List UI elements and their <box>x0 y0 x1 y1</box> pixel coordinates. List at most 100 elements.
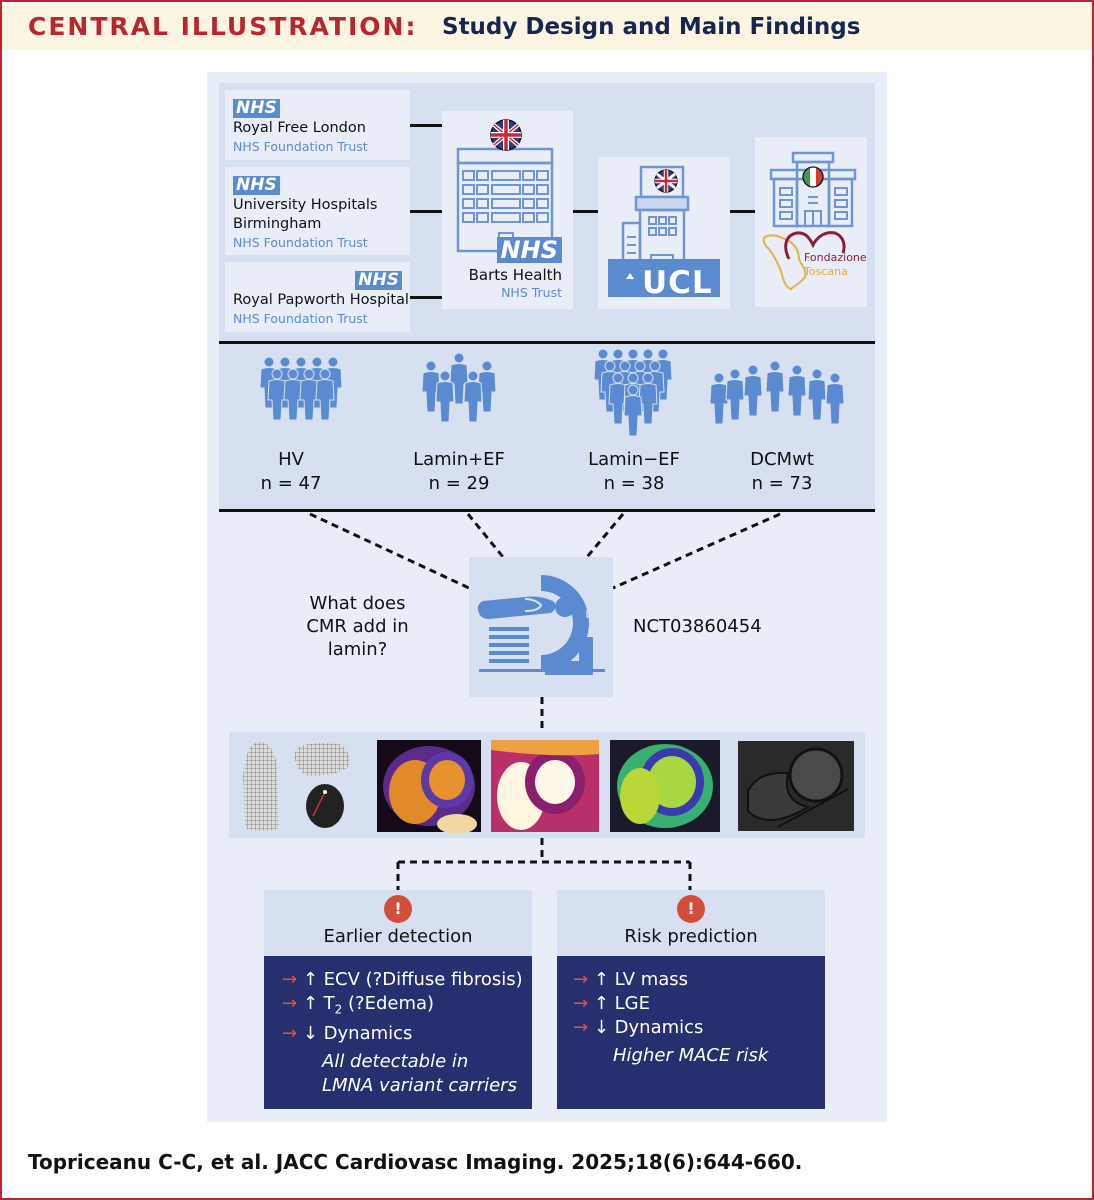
center-card-toscana: Fondazione Toscana <box>755 137 867 307</box>
finding-text: LV mass <box>614 969 689 990</box>
ecv-map-image <box>610 740 720 832</box>
note-line: Higher MACE risk <box>613 1045 769 1066</box>
center-card-ucl: UCL <box>598 157 730 309</box>
finding-body: → ↑ ECV (?Diffuse fibrosis) → ↑ T2 (?Ede… <box>264 956 532 1109</box>
center-card-papworth: NHS Royal Papworth Hospital NHS Foundati… <box>225 262 410 332</box>
finding-text: T <box>323 993 335 1014</box>
center-card-royal-free: NHS Royal Free London NHS Foundation Tru… <box>225 90 410 160</box>
arrow-right-icon: → <box>573 969 589 990</box>
arrow-right-icon: → <box>282 1022 298 1044</box>
finding-title: Risk prediction <box>624 926 758 947</box>
center-card-barts: NHS Barts Health NHS Trust <box>442 111 573 309</box>
finding-item: → ↑ LV mass <box>573 968 768 992</box>
illustration-title: Study Design and Main Findings <box>442 14 861 40</box>
center-trust: NHS Trust <box>501 285 562 300</box>
arrow-right-icon: → <box>282 969 298 990</box>
finding-header: ! Earlier detection <box>264 890 532 956</box>
arrow-up-icon: ↑ <box>302 969 318 990</box>
group-count: n = 29 <box>428 473 490 494</box>
note-line: All detectable in <box>322 1050 469 1072</box>
alert-icon: ! <box>677 895 705 923</box>
illustration-label: CENTRAL ILLUSTRATION: <box>28 12 418 41</box>
question-line: CMR add in <box>306 616 409 637</box>
center-name: Barts Health <box>468 266 562 284</box>
finding-note: Higher MACE risk <box>573 1044 768 1068</box>
arrow-up-icon: ↑ <box>593 993 609 1014</box>
alert-icon: ! <box>384 895 412 923</box>
connector-line <box>410 296 442 299</box>
group-dcmwt: DCMwt n = 73 <box>717 448 847 496</box>
finding-note: All detectable in LMNA variant carriers <box>282 1050 523 1098</box>
uk-flag-icon <box>654 169 678 193</box>
header-banner: CENTRAL ILLUSTRATION: Study Design and M… <box>2 4 1092 50</box>
center-card-birmingham: NHS University Hospitals Birmingham NHS … <box>225 167 410 255</box>
tuscany-map-outline <box>762 234 807 291</box>
finding-item: → ↓ Dynamics <box>282 1022 523 1046</box>
finding-text: Dynamics <box>323 1022 413 1044</box>
question-line: lamin? <box>327 639 388 660</box>
cine-short-axis-image <box>738 741 854 831</box>
group-name: DCMwt <box>750 449 814 470</box>
nhs-logo: NHS <box>355 271 402 290</box>
cmr-images-strip <box>229 732 865 838</box>
group-name: Lamin−EF <box>588 449 680 470</box>
citation: Topriceanu C-C, et al. JACC Cardiovasc I… <box>28 1150 803 1174</box>
finding-text: LGE <box>614 993 651 1014</box>
research-question: What does CMR add in lamin? <box>290 592 425 661</box>
finding-item: → ↑ LGE <box>573 992 768 1016</box>
hospital-building-icon <box>608 165 720 297</box>
center-name: Royal Papworth Hospital <box>233 292 409 308</box>
hospital-building-icon <box>456 119 554 253</box>
connector-line <box>573 210 599 213</box>
finding-header: ! Risk prediction <box>557 890 825 956</box>
finding-item: → ↓ Dynamics <box>573 1016 768 1040</box>
group-lamin-pos-ef: Lamin+EF n = 29 <box>394 448 524 496</box>
center-trust: NHS Foundation Trust <box>233 139 368 154</box>
lv-3d-mesh-image <box>243 741 350 831</box>
connector-line <box>730 210 756 213</box>
ucl-logo-text: UCL <box>642 265 713 301</box>
finding-title: Earlier detection <box>323 926 473 947</box>
finding-text: (?Edema) <box>342 993 435 1014</box>
group-lamin-neg-ef: Lamin−EF n = 38 <box>569 448 699 496</box>
section-divider <box>219 509 875 512</box>
arrow-right-icon: → <box>573 993 589 1014</box>
finding-text: Dynamics <box>614 1017 704 1038</box>
t2-map-image <box>491 740 599 832</box>
fondazione-text: Fondazione <box>804 251 867 264</box>
note-line: LMNA variant carriers <box>322 1074 517 1096</box>
uk-flag-icon <box>490 119 522 151</box>
trial-id: NCT03860454 <box>633 616 762 637</box>
arrow-up-icon: ↑ <box>302 993 318 1014</box>
finding-subscript: 2 <box>334 1002 343 1017</box>
group-count: n = 73 <box>751 473 813 494</box>
arrow-up-icon: ↑ <box>593 969 609 990</box>
hospital-building-icon <box>762 151 857 291</box>
cmr-scanner-box <box>469 557 613 697</box>
finding-text: ECV (?Diffuse fibrosis) <box>323 969 523 990</box>
finding-item: → ↑ T2 (?Edema) <box>282 992 523 1022</box>
group-count: n = 47 <box>260 473 322 494</box>
section-divider <box>219 341 875 344</box>
group-name: Lamin+EF <box>413 449 505 470</box>
connector-line <box>410 210 442 213</box>
finding-earlier-detection: ! Earlier detection → ↑ ECV (?Diffuse fi… <box>264 890 532 1110</box>
center-name: Royal Free London <box>233 120 366 136</box>
t1-map-image <box>377 740 481 834</box>
toscana-text: Toscana <box>804 265 848 278</box>
center-name-line2: Birmingham <box>233 216 322 232</box>
group-name: HV <box>278 449 304 470</box>
group-count: n = 38 <box>603 473 665 494</box>
nhs-logo-large: NHS <box>496 237 562 263</box>
arrow-down-icon: ↓ <box>593 1017 609 1038</box>
italy-flag-icon <box>802 166 824 188</box>
finding-risk-prediction: ! Risk prediction → ↑ LV mass → ↑ LGE → … <box>557 890 825 1110</box>
question-line: What does <box>309 593 406 614</box>
connector-line <box>410 124 442 127</box>
finding-body: → ↑ LV mass → ↑ LGE → ↓ Dynamics Higher … <box>557 956 825 1109</box>
nhs-logo: NHS <box>233 176 280 195</box>
arrow-down-icon: ↓ <box>302 1022 318 1044</box>
mri-scanner-icon <box>477 575 605 675</box>
